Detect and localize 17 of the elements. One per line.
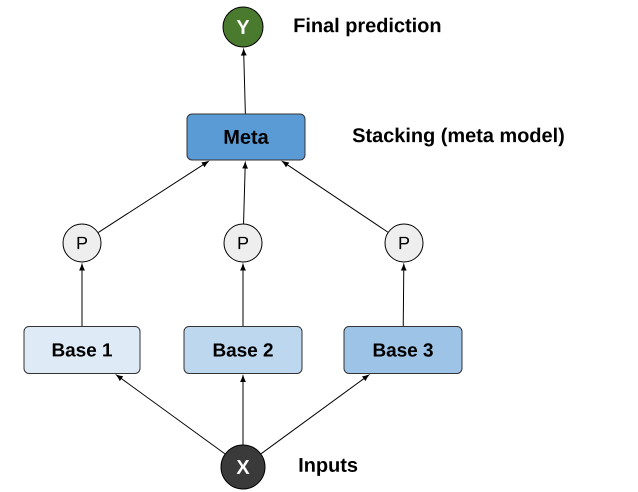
arrow bbox=[242, 162, 248, 224]
arrow bbox=[241, 49, 246, 114]
arrow bbox=[240, 264, 246, 326]
base-model-box: Base 3 bbox=[344, 326, 462, 374]
annotation-text: Final prediction bbox=[294, 18, 440, 36]
base-model-box: Base 1 bbox=[24, 326, 140, 374]
base-model-box: Base 2 bbox=[184, 326, 302, 374]
arrow bbox=[282, 161, 388, 233]
arrow bbox=[240, 376, 246, 445]
arrow bbox=[116, 374, 226, 454]
meta-model-box: Meta bbox=[186, 114, 306, 160]
annotation-text: Inputs bbox=[300, 458, 358, 476]
annotation-text: Stacking (meta model) bbox=[352, 128, 564, 146]
arrow bbox=[401, 264, 406, 326]
arrow bbox=[79, 264, 85, 326]
arrow bbox=[98, 161, 208, 233]
arrow bbox=[260, 374, 370, 454]
